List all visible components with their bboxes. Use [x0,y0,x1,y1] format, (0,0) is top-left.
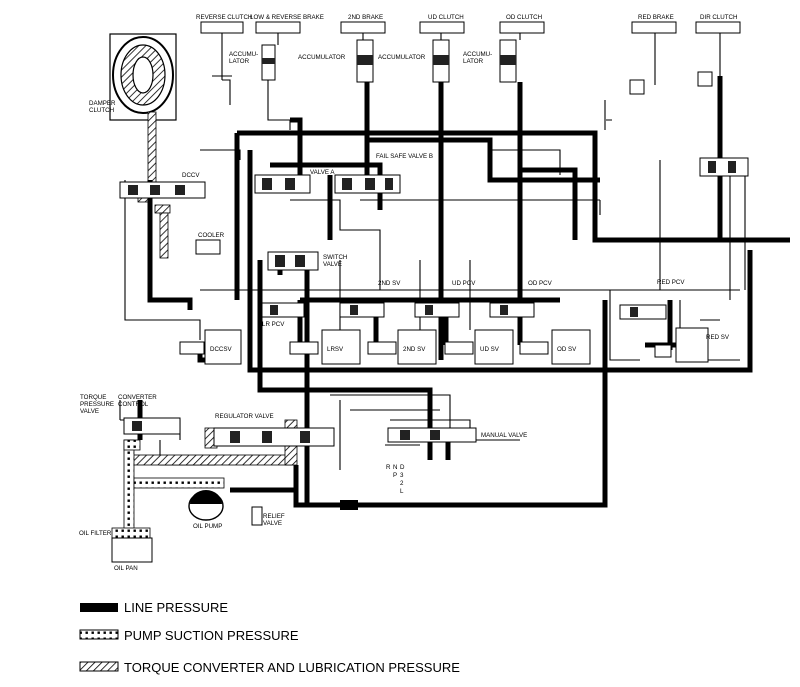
solenoid-boxes [195,239,709,365]
second-sv-box-label: 2ND SV [403,346,426,353]
damper-clutch-label-b: CLUTCH [89,107,114,114]
legend-label-line-pressure: LINE PRESSURE [124,600,228,615]
torque-pressure-label-2: PRESSURE [80,401,114,408]
switch-valve-label-1: SWITCH [323,254,347,261]
ud-pcv-label: UD PCV [452,280,476,287]
fail-safe-b-label: FAIL SAFE VALVE B [376,153,433,160]
gear-r-label: R [386,464,391,471]
accumulators [261,39,517,83]
clutch-boxes [200,21,741,34]
legend-swatch-pump-suction [79,629,119,640]
manual-valve-label: MANUAL VALVE [481,432,527,439]
dccsv-label: DCCSV [210,346,233,353]
accumulator-4-label-b: LATOR [463,58,484,65]
second-brake-label: 2ND BRAKE [348,14,383,21]
gear-n-label: N [393,464,397,471]
switch-valve-label-2: VALVE [323,261,342,268]
gear-p-label: P [393,472,397,479]
accumulator-1-label-b: LATOR [229,58,250,65]
regulator-valve-label: REGULATOR VALVE [215,413,274,420]
oil-pump-body [188,490,224,521]
gear-2-label: 2 [400,480,404,487]
ud-sv-label: UD SV [480,346,500,353]
red-sv-label: RED SV [706,334,730,341]
lrsv-label: LRSV [327,346,344,353]
legend-label-lube: TORQUE CONVERTER AND LUBRICATION PRESSUR… [124,660,460,675]
converter-control-label-1: CONVERTER [118,394,157,401]
od-sv-label: OD SV [557,346,577,353]
red-brake-label: RED BRAKE [638,14,674,21]
low-reverse-brake-label: LOW & REVERSE BRAKE [250,14,324,21]
oil-filter-pan [111,537,153,563]
accumulator-4-label-a: ACCUMU- [463,51,492,58]
torque-pressure-label-3: VALVE [80,408,99,415]
reverse-clutch-label: REVERSE CLUTCH [196,14,252,21]
lr-pcv-label: LR PCV [262,321,285,328]
torque-pressure-label-1: TORQUE [80,394,106,401]
ud-clutch-label: UD CLUTCH [428,14,464,21]
gear-3-label: 3 [400,472,404,479]
converter-control-label-2: CONTROL [118,401,149,408]
fail-safe-a-label-1: FAIL SAFE [310,162,340,169]
component-labels: REVERSE CLUTCH LOW & REVERSE BRAKE 2ND B… [79,14,737,572]
od-clutch-label: OD CLUTCH [506,14,542,21]
relief-valve-label-1: RELIEF [263,513,285,520]
red-pcv-label: RED PCV [657,279,685,286]
cooler-label: COOLER [198,232,225,239]
restriction-orifice [340,500,358,510]
legend-swatch-lube [79,661,119,672]
oil-pump-label: OIL PUMP [193,523,222,530]
accumulator-3-label: ACCUMULATOR [378,54,426,61]
dir-clutch-label: DIR CLUTCH [700,14,737,21]
oil-filter-label: OIL FILTER [79,530,112,537]
line-pressure-passages [137,76,790,508]
second-sv-label: 2ND SV [378,280,401,287]
relief-valve-label-2: VALVE [263,520,282,527]
valve-bodies [119,71,749,526]
accumulator-1-label-a: ACCUMU- [229,51,258,58]
dccv-label: DCCV [182,172,200,179]
accumulator-2-label: ACCUMULATOR [298,54,346,61]
oil-pan-label: OIL PAN [114,565,138,572]
gear-l-label: L [400,488,404,495]
legend: LINE PRESSURE PUMP SUCTION PRESSURE TORQ… [79,600,460,675]
gear-d-label: D [400,464,405,471]
legend-swatch-line-pressure [80,603,118,612]
damper-clutch-label-a: DAMPER [89,100,116,107]
torque-converter [109,33,177,121]
od-pcv-label: OD PCV [528,280,553,287]
legend-label-pump-suction: PUMP SUCTION PRESSURE [124,628,299,643]
fail-safe-a-label-2: VALVE A [310,169,335,176]
